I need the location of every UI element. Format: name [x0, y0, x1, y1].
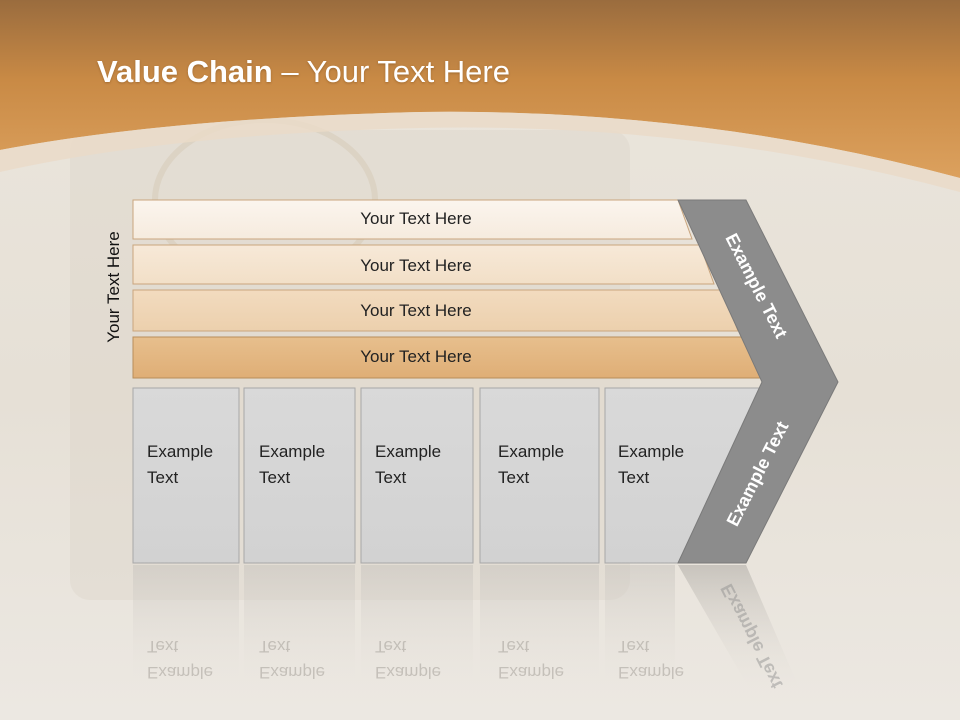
header-swoosh: [0, 111, 960, 192]
box-5-reflection-line-1: Example: [618, 663, 685, 682]
box-2-line-1: Example: [259, 442, 326, 461]
chevron-arrow: [677, 199, 839, 564]
box-1-reflection-line-1: Example: [147, 663, 214, 682]
box-4-label: Example Text: [498, 439, 564, 491]
bar-1: [132, 199, 693, 240]
bar-4-label: Your Text Here: [360, 347, 472, 366]
box-5-line-1: Example: [618, 442, 685, 461]
side-label: Your Text Here: [104, 231, 123, 343]
box-3-line-1: Example: [375, 442, 442, 461]
box-2-line-2: Text: [259, 468, 291, 487]
box-3-reflection-line-1: Example: [375, 663, 442, 682]
title-rest: – Your Text Here: [272, 54, 510, 89]
title-bold: Value Chain: [97, 54, 273, 89]
box-5-line-2: Text: [618, 468, 650, 487]
header-band: [0, 0, 960, 178]
box-4-reflection: [480, 565, 599, 685]
box-2-label: Example Text: [259, 439, 325, 491]
box-5-label: Example Text: [618, 439, 684, 491]
box-5-reflection: [605, 565, 675, 685]
box-5-reflection-label: Example Text: [618, 633, 684, 685]
box-4-line-1: Example: [498, 442, 565, 461]
box-2-reflection-line-2: Text: [259, 637, 291, 656]
box-1-reflection: [133, 565, 239, 685]
box-2-reflection-line-1: Example: [259, 663, 326, 682]
box-1-reflection-line-2: Text: [147, 637, 179, 656]
box-2-reflection: [244, 565, 355, 685]
box-1-label: Example Text: [147, 439, 213, 491]
box-4: [479, 387, 600, 564]
box-4-reflection-label: Example Text: [498, 633, 564, 685]
chevron-reflection: [678, 565, 800, 690]
bar-2-label: Your Text Here: [360, 256, 472, 275]
box-1: [132, 387, 240, 564]
box-3-line-2: Text: [375, 468, 407, 487]
slide-title: Value Chain – Your Text Here: [97, 54, 510, 90]
bar-3-label: Your Text Here: [360, 301, 472, 320]
box-3: [360, 387, 474, 564]
box-4-line-2: Text: [498, 468, 530, 487]
box-1-line-1: Example: [147, 442, 214, 461]
box-1-reflection-label: Example Text: [147, 633, 213, 685]
bar-2: [132, 244, 715, 285]
box-3-reflection-label: Example Text: [375, 633, 441, 685]
box-3-label: Example Text: [375, 439, 441, 491]
box-3-reflection: [361, 565, 473, 685]
box-4-reflection-line-1: Example: [498, 663, 565, 682]
box-4-reflection-line-2: Text: [498, 637, 530, 656]
box-2-reflection-label: Example Text: [259, 633, 325, 685]
box-1-line-2: Text: [147, 468, 179, 487]
box-3-reflection-line-2: Text: [375, 637, 407, 656]
bar-1-label: Your Text Here: [360, 209, 472, 228]
box-5-reflection-line-2: Text: [618, 637, 650, 656]
box-2: [243, 387, 356, 564]
